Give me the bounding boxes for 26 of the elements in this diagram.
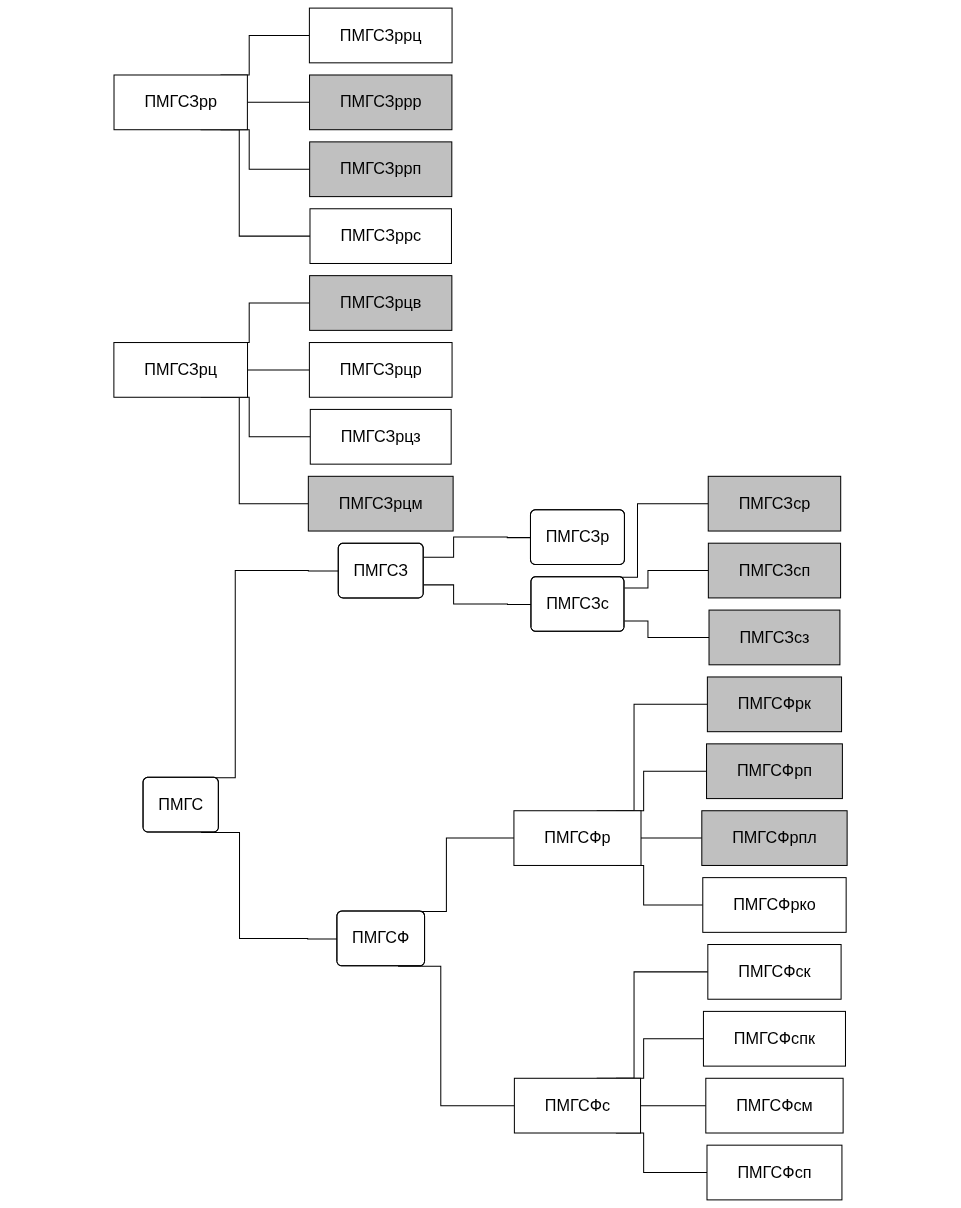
node-box: ПМГСЗрцз — [309, 408, 452, 465]
node-box: ПМГСФрп — [706, 743, 843, 800]
connector — [247, 369, 310, 371]
node-box: ПМГСЗррс — [309, 208, 452, 264]
node-box: ПМГСЗррц — [308, 7, 453, 64]
node-box: ПМГСФс — [513, 1077, 642, 1134]
node-box: ПМГСЗрцр — [308, 342, 453, 398]
node-box: ПМГСФрко — [702, 877, 847, 933]
node-box: ПМГСЗрцм — [307, 475, 454, 532]
node-box: ПМГСЗсз — [708, 609, 841, 666]
node-box: ПМГСЗсп — [707, 542, 842, 599]
node-box: ПМГСФсм — [705, 1077, 844, 1134]
node-box: ПМГСФрпл — [701, 810, 848, 866]
node-box: ПМГСФспк — [702, 1010, 846, 1067]
node-box: ПМГСЗрц — [113, 342, 249, 398]
node-box: ПМГСЗррр — [309, 74, 453, 131]
node-box: ПМГСФск — [707, 944, 842, 1000]
node-box: ПМГСЗррп — [309, 141, 453, 198]
node-box: ПМГСЗрр — [113, 74, 248, 131]
node-box: ПМГСЗср — [707, 475, 842, 532]
connector — [624, 570, 709, 589]
connector — [624, 620, 710, 638]
node-box: ПМГСФсп — [706, 1144, 843, 1201]
node-box: ПМГСЗрцв — [309, 275, 453, 331]
node-box: ПМГСФр — [513, 810, 642, 866]
node-box: ПМГСФрк — [706, 676, 843, 733]
